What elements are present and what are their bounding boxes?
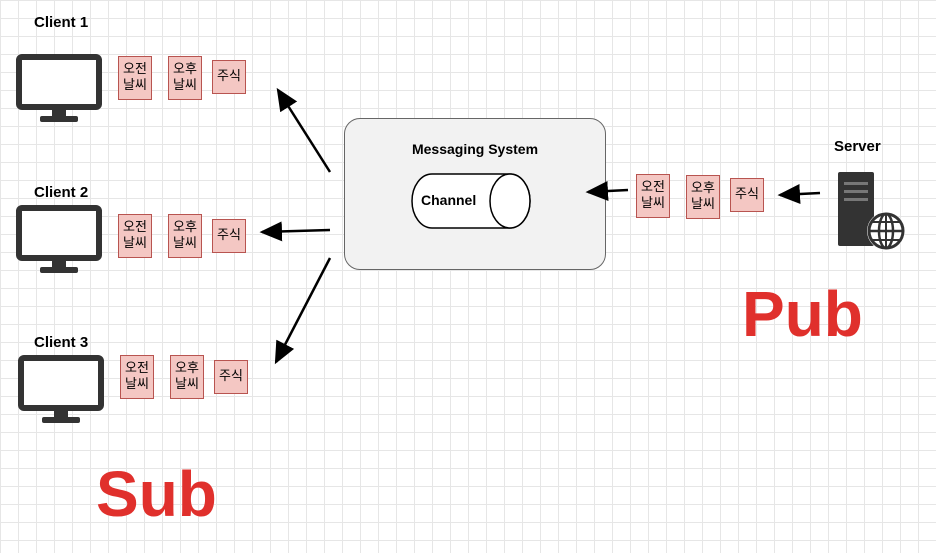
client-1-label: Client 1 [34, 14, 89, 31]
messaging-system-title: Messaging System [411, 141, 539, 157]
arrow-to-system [585, 181, 629, 201]
arrow-from-server [777, 184, 821, 204]
arrow-to-client-2 [259, 221, 331, 242]
monitor-icon [16, 54, 102, 122]
arrow-to-client-3 [274, 257, 332, 365]
message-stock: 주식 [212, 219, 246, 253]
server-globe-icon [838, 172, 905, 250]
server-label: Server [834, 138, 881, 155]
channel-label: Channel [421, 192, 477, 208]
monitor-icon [18, 355, 104, 423]
message-stock: 주식 [212, 60, 246, 94]
message-stock: 주식 [214, 360, 248, 394]
client-2-label: Client 2 [34, 184, 89, 201]
arrow-to-client-1 [276, 87, 332, 173]
channel-cylinder-icon [411, 173, 531, 229]
client-3-label: Client 3 [34, 334, 89, 351]
pub-label: Pub [742, 278, 863, 350]
message-stock: 주식 [730, 178, 764, 212]
sub-label: Sub [96, 458, 217, 530]
monitor-icon [16, 205, 102, 273]
